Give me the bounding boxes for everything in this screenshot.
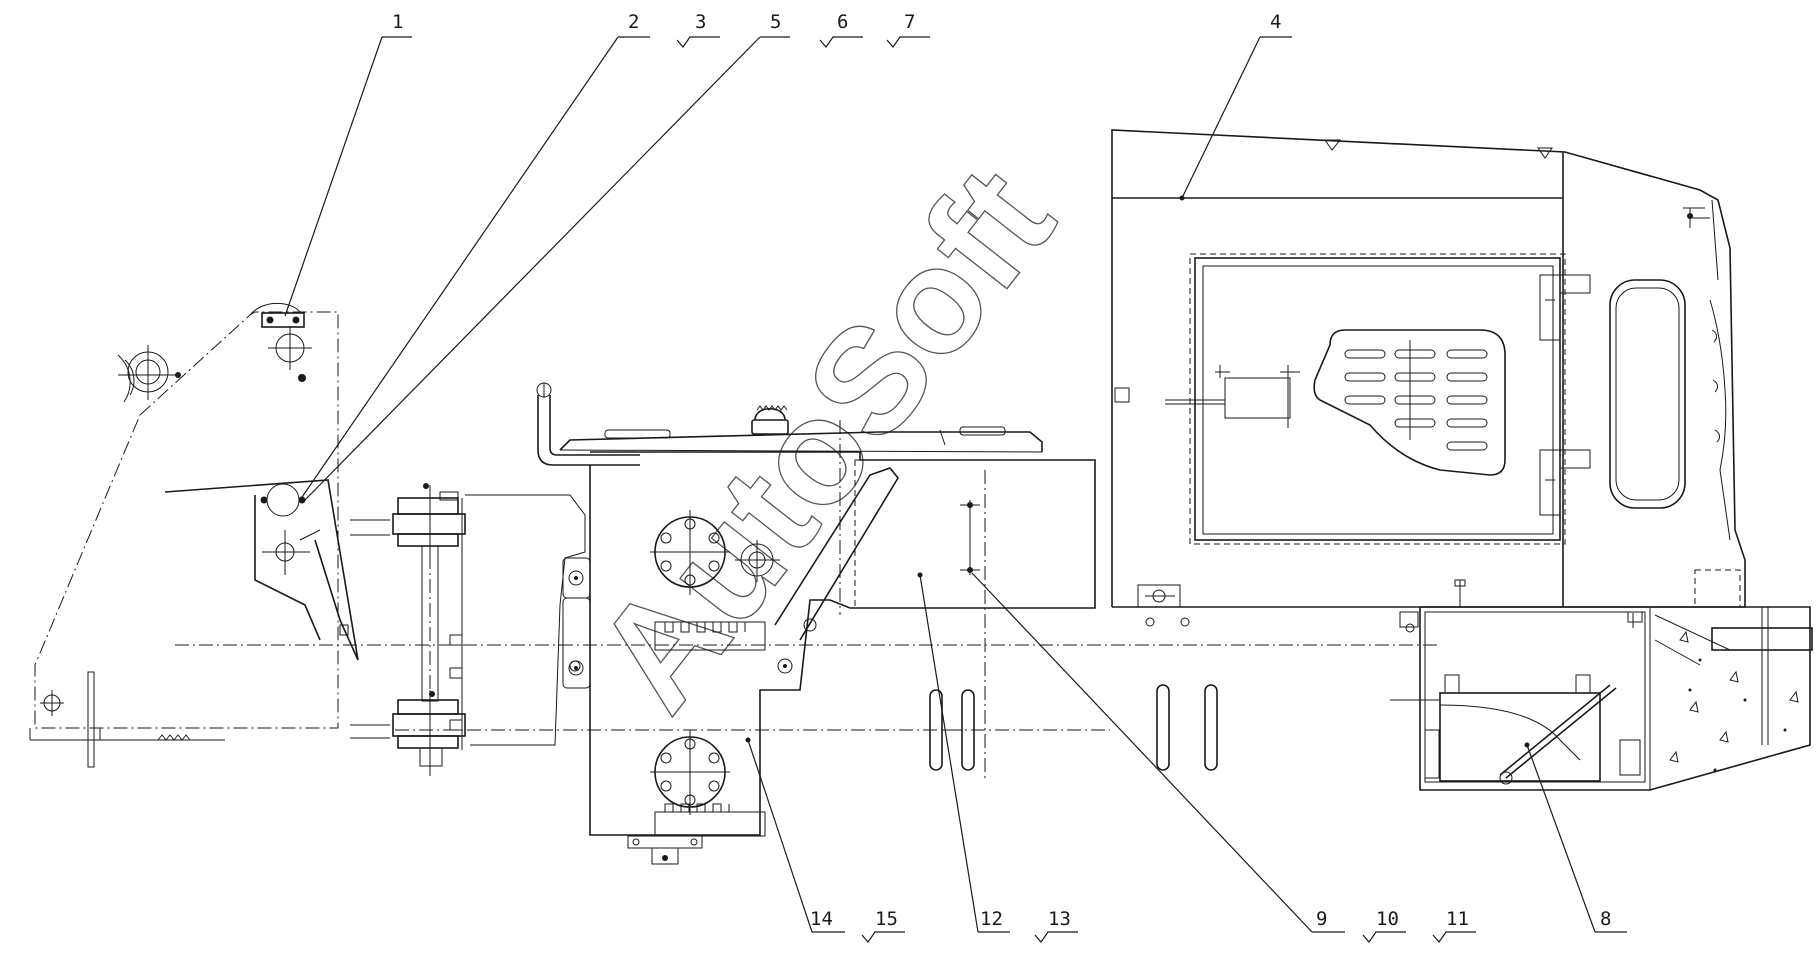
callout-11: 11 xyxy=(1446,908,1469,930)
callout-1: 1 xyxy=(392,11,403,33)
gearbox-housing xyxy=(536,382,1096,865)
callout-7: 7 xyxy=(904,11,915,33)
leader-lines xyxy=(284,36,1627,933)
callout-3: 3 xyxy=(695,11,706,33)
callout-13: 13 xyxy=(1048,908,1071,930)
callout-12: 12 xyxy=(980,908,1003,930)
callout-6: 6 xyxy=(837,11,848,33)
callout-10: 10 xyxy=(1376,908,1399,930)
rollers xyxy=(929,684,1218,771)
shackle-assembly xyxy=(350,483,586,776)
cab xyxy=(1111,129,1746,627)
finish-marks xyxy=(676,36,1476,943)
callout-15: 15 xyxy=(875,908,898,930)
callout-2: 2 xyxy=(628,11,639,33)
callout-labels: 1 2 3 5 6 7 4 14 15 12 13 9 10 11 8 xyxy=(392,11,1611,930)
callout-9: 9 xyxy=(1316,908,1327,930)
callout-4: 4 xyxy=(1270,11,1281,33)
callout-8: 8 xyxy=(1600,908,1611,930)
battery-box xyxy=(1390,606,1813,791)
callout-5: 5 xyxy=(770,11,781,33)
callout-14: 14 xyxy=(810,908,833,930)
left-bracket-assembly xyxy=(29,302,359,768)
